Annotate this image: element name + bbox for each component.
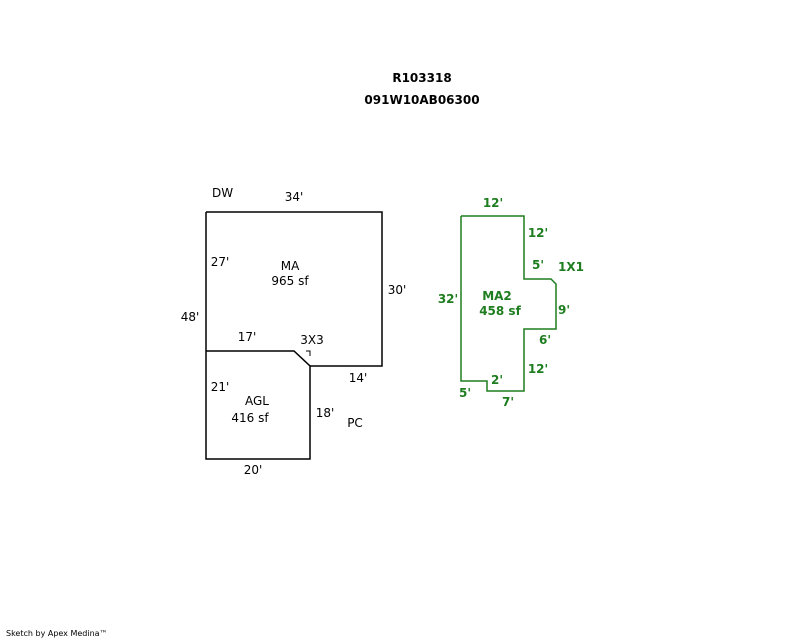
ma2-dim-right-upper: 12'	[528, 226, 548, 240]
ma2-bump-label: 1X1	[558, 260, 584, 274]
ma2-dim-right-lower: 12'	[528, 362, 548, 376]
map-tax-lot: 091W10AB06300	[364, 93, 479, 107]
ma2-outline	[460, 215, 557, 392]
footer-credit: Sketch by Apex Medina™	[6, 629, 108, 638]
ma2-dim-bottom-left: 5'	[459, 386, 471, 400]
dim-left-outer: 48'	[181, 310, 200, 324]
ma2-area: 458 sf	[479, 304, 521, 318]
ma-outline	[206, 211, 383, 367]
ma2-structure: 12' 12' 5' 1X1 32' MA2 458 sf 9' 6' 12' …	[438, 196, 584, 409]
account-number: R103318	[392, 71, 451, 85]
ma2-dim-left: 32'	[438, 292, 458, 306]
dim-bottom: 20'	[244, 463, 263, 477]
ma-code: MA	[281, 259, 300, 273]
pc-label: PC	[347, 416, 363, 430]
ma2-dim-notch-bottom: 6'	[539, 333, 551, 347]
dim-mid: 17'	[238, 330, 257, 344]
ma2-dim-top: 12'	[483, 196, 503, 210]
dim-right: 30'	[388, 283, 407, 297]
agl-area: 416 sf	[231, 411, 269, 425]
dim-top: 34'	[285, 190, 304, 204]
dim-agl-right: 18'	[316, 406, 335, 420]
dim-left-upper: 27'	[211, 255, 230, 269]
ma2-dim-bottom: 7'	[502, 395, 514, 409]
agl-outline	[205, 212, 311, 460]
ma2-code: MA2	[482, 289, 512, 303]
ma2-dim-bump: 9'	[558, 303, 570, 317]
dim-step: 14'	[349, 371, 368, 385]
corner-label: 3X3	[300, 333, 324, 347]
ma2-dim-bottom-step: 2'	[491, 373, 503, 387]
agl-code: AGL	[245, 394, 269, 408]
ma-area: 965 sf	[271, 274, 309, 288]
ma2-dim-notch-top: 5'	[532, 258, 544, 272]
dw-label: DW	[212, 186, 233, 200]
dim-left-lower: 21'	[211, 380, 230, 394]
main-structure: DW 34' 30' 48' 27' MA 965 sf 17' 3X3 14'…	[181, 186, 407, 477]
corner-marker	[306, 350, 311, 356]
